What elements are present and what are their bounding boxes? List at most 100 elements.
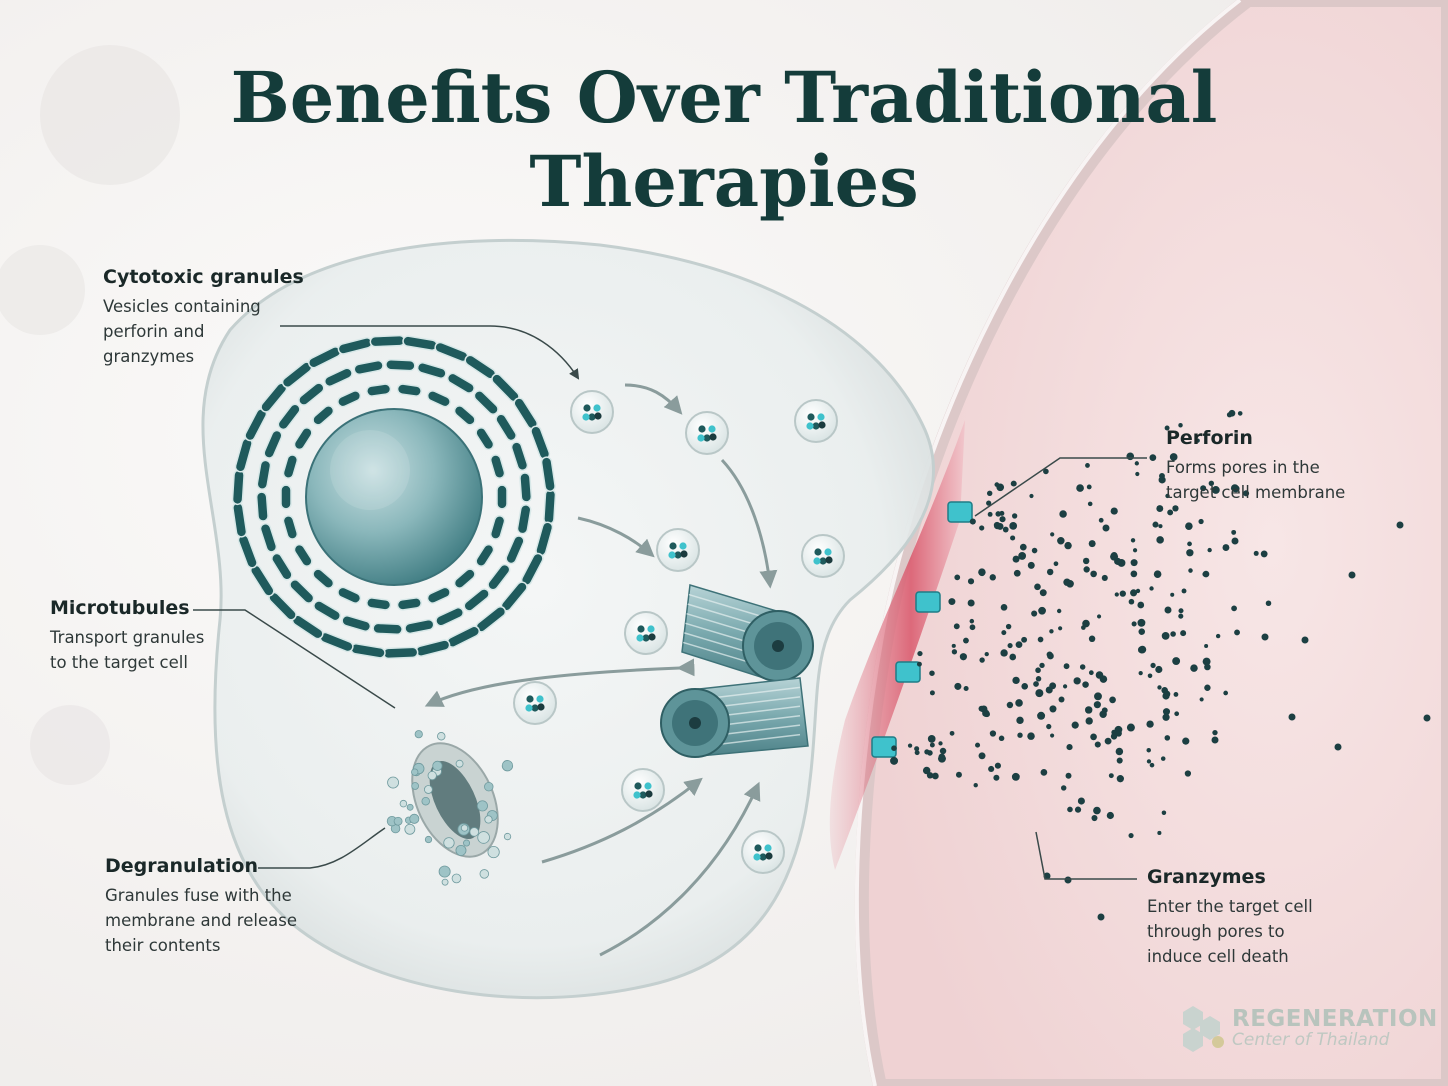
granzyme-particle xyxy=(1243,490,1250,497)
golgi-segment xyxy=(496,484,508,510)
perforin-pore xyxy=(895,661,921,683)
granzyme-particle xyxy=(999,516,1006,523)
granzyme-particle xyxy=(967,599,975,607)
granzyme-particle xyxy=(907,743,913,748)
nucleus-highlight xyxy=(330,430,410,510)
granzyme-particle xyxy=(927,735,936,743)
granule-content xyxy=(814,548,822,556)
granzyme-particle xyxy=(1149,454,1157,462)
granzyme-particle xyxy=(1288,713,1296,721)
granule-content xyxy=(708,425,716,433)
released-granule xyxy=(469,827,479,837)
granzyme-particle xyxy=(1035,676,1042,682)
granzyme-particle xyxy=(1170,592,1175,597)
granzyme-particle xyxy=(1063,578,1071,586)
golgi-segment xyxy=(519,472,533,503)
released-granule xyxy=(501,760,514,772)
granzyme-particle xyxy=(969,518,976,525)
granzyme-particle xyxy=(1090,733,1097,741)
granzyme-particle xyxy=(1174,711,1180,717)
granzyme-particle xyxy=(891,745,897,752)
golgi-segment xyxy=(293,427,313,451)
granzyme-particle xyxy=(978,752,986,760)
granzyme-particle xyxy=(1348,571,1356,579)
granzyme-particle xyxy=(1099,710,1107,719)
granzyme-particle xyxy=(1161,810,1167,815)
granzyme-particle xyxy=(1169,453,1178,461)
granzyme-particle xyxy=(994,482,1000,488)
released-granule xyxy=(427,770,437,781)
golgi-segment xyxy=(277,403,301,431)
golgi-segment xyxy=(293,543,313,567)
golgi-segment xyxy=(396,597,422,611)
page-title: Benefits Over Traditional Therapies xyxy=(0,56,1448,224)
golgi-segment xyxy=(337,586,362,604)
granzyme-particle xyxy=(1182,737,1190,745)
granzyme-particle xyxy=(1085,717,1093,725)
granzyme-particle xyxy=(1253,550,1259,556)
granzyme-particle xyxy=(1021,683,1029,690)
transport-arrows xyxy=(424,383,778,957)
granule-content xyxy=(642,634,650,642)
granule-content xyxy=(644,782,652,790)
granzyme-particle xyxy=(1082,681,1089,688)
granule-content xyxy=(674,551,682,559)
granzyme-particle xyxy=(1000,604,1008,611)
granzyme-particle xyxy=(1231,537,1239,545)
granzyme-particle xyxy=(1228,409,1236,417)
granzyme-particle xyxy=(1018,552,1027,560)
granzyme-particle xyxy=(939,747,947,755)
granzyme-particle xyxy=(1423,714,1431,722)
released-granule xyxy=(406,803,414,811)
granule-content xyxy=(818,421,826,429)
granzyme-particle xyxy=(1059,510,1067,518)
perforin-pores xyxy=(871,501,973,758)
golgi-segment xyxy=(385,358,416,372)
granzyme-particle xyxy=(1234,629,1240,636)
released-granule xyxy=(409,813,420,824)
released-granule xyxy=(387,776,400,789)
granzyme-particle xyxy=(1188,568,1193,573)
golgi-rings xyxy=(231,334,557,660)
granzyme-particle xyxy=(1150,662,1156,669)
golgi-segment xyxy=(259,522,278,553)
granzyme-particle xyxy=(1334,743,1342,751)
granzyme-particle xyxy=(1049,705,1057,713)
golgi-segment xyxy=(453,568,476,589)
granzyme-particle xyxy=(1016,716,1024,725)
released-granule xyxy=(393,816,403,826)
logo-text-primary: REGENERATION xyxy=(1232,1006,1438,1032)
granzyme-particle xyxy=(1204,684,1211,691)
granzyme-particle xyxy=(1172,657,1181,666)
granzyme-particle xyxy=(1115,730,1122,737)
granzyme-particle xyxy=(951,649,958,655)
granzyme-particle xyxy=(1207,547,1212,553)
granzyme-particle xyxy=(1202,657,1211,666)
granzyme-particle xyxy=(1031,610,1038,617)
granzyme-particle xyxy=(1138,628,1146,635)
granzyme-particle xyxy=(984,651,989,657)
released-granule xyxy=(438,865,451,878)
granzyme-particle xyxy=(1130,538,1136,543)
granzyme-particle xyxy=(1012,676,1020,685)
target-cell xyxy=(854,0,1448,1086)
granzyme-particle xyxy=(1050,733,1055,738)
granule-content xyxy=(647,625,655,633)
golgi-segment xyxy=(487,563,511,591)
golgi-segment xyxy=(255,491,269,522)
granzyme-particle xyxy=(1043,468,1049,475)
granzyme-particle xyxy=(1035,667,1041,674)
released-granule xyxy=(460,824,469,832)
granzyme-particle xyxy=(1152,521,1159,528)
granzyme-particle xyxy=(1160,756,1166,761)
granzyme-particle xyxy=(1156,505,1164,513)
granule-content xyxy=(669,542,677,550)
granzyme-particle xyxy=(1184,770,1192,777)
granzyme-particle xyxy=(1064,876,1072,884)
granzyme-particle xyxy=(1085,463,1090,468)
title-line-2: Therapies xyxy=(529,140,919,223)
golgi-segment xyxy=(282,454,299,479)
granzyme-particle xyxy=(1200,485,1207,492)
granzyme-particles xyxy=(890,409,1431,921)
